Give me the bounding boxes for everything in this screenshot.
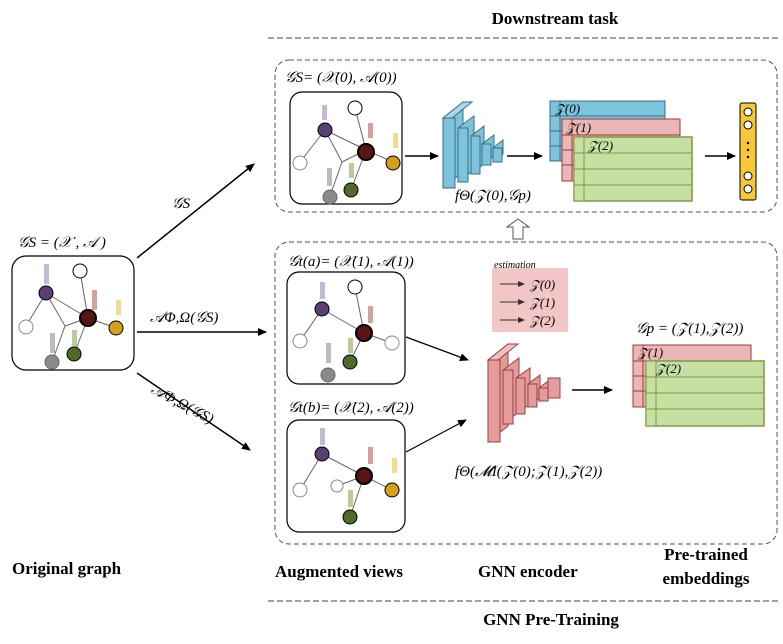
estimation-z0: 𝒵(0): [529, 277, 555, 292]
arrow-aug-1-label: 𝒜Φ,Ω(𝒢S): [150, 310, 218, 326]
arrow-gs-label: 𝒢S: [172, 196, 191, 212]
estimation-z1: 𝒵(1): [529, 295, 555, 310]
pretrained-embeddings-title-1: Pre-trained: [664, 545, 748, 564]
augmented-view-b: [286, 419, 406, 533]
augmented-view-a: [286, 271, 406, 385]
original-graph-formula: 𝒢S = (𝒳 , 𝒜 ): [18, 235, 106, 251]
original-graph-title: Original graph: [12, 559, 122, 578]
pretrain-encoder-formula: fΘ(𝓜I(𝒵(0);𝒵(1),𝒵(2)): [455, 464, 602, 480]
arrow-to-view-b: [136, 372, 251, 451]
arrow-aug-2-label: 𝒜Φ,Ω(𝒢S): [148, 381, 216, 427]
view-b-formula: 𝒢t(b)= (𝒳(2), 𝒜(2)): [288, 400, 414, 416]
output-vector: [739, 102, 757, 201]
gnn-encoder-title: GNN encoder: [478, 562, 578, 581]
downstream-z2-label: 𝒵(2): [587, 138, 613, 153]
pretraining-panel: [274, 241, 778, 545]
pretrained-embedding-z2: [645, 360, 765, 427]
downstream-z1-label: 𝒵(1): [565, 120, 591, 135]
augmented-views-title: Augmented views: [275, 562, 403, 581]
estimation-z2: 𝒵(2): [529, 313, 555, 328]
arrow-view-b-to-encoder: [405, 419, 467, 453]
pretrained-z2-label: 𝒵(2): [655, 361, 681, 376]
downstream-embedding-z2: [573, 136, 693, 202]
pretrain-encoder-blocks: [486, 342, 561, 444]
gnn-pretraining-title: GNN Pre-Training: [483, 610, 619, 629]
transfer-up-arrow: [505, 218, 531, 240]
view-a-formula: 𝒢t(a)= (𝒳(1), 𝒜(1)): [288, 254, 414, 270]
pretrained-gp-formula: 𝒢p = (𝒵(1),𝒵(2)): [636, 321, 743, 337]
downstream-panel: [274, 59, 778, 213]
pretrained-z1-label: 𝒵(1): [637, 345, 663, 360]
downstream-z0-label: 𝒵(0): [554, 101, 580, 116]
pretrained-embeddings-title-2: embeddings: [663, 569, 750, 588]
original-graph: [11, 255, 135, 371]
arrow-to-downstream: [136, 163, 255, 259]
estimation-label: estimation: [494, 260, 536, 271]
estimation-box: [492, 268, 568, 332]
downstream-encoder-formula: fΘ(𝒵(0),𝒢p): [455, 188, 531, 204]
downstream-encoder-blocks: [441, 100, 504, 190]
downstream-graph: [289, 91, 403, 205]
downstream-graph-formula: 𝒢S= (𝒳(0), 𝒜(0)): [285, 70, 397, 86]
downstream-task-title: Downstream task: [492, 9, 619, 28]
arrow-view-a-to-encoder: [405, 336, 469, 361]
